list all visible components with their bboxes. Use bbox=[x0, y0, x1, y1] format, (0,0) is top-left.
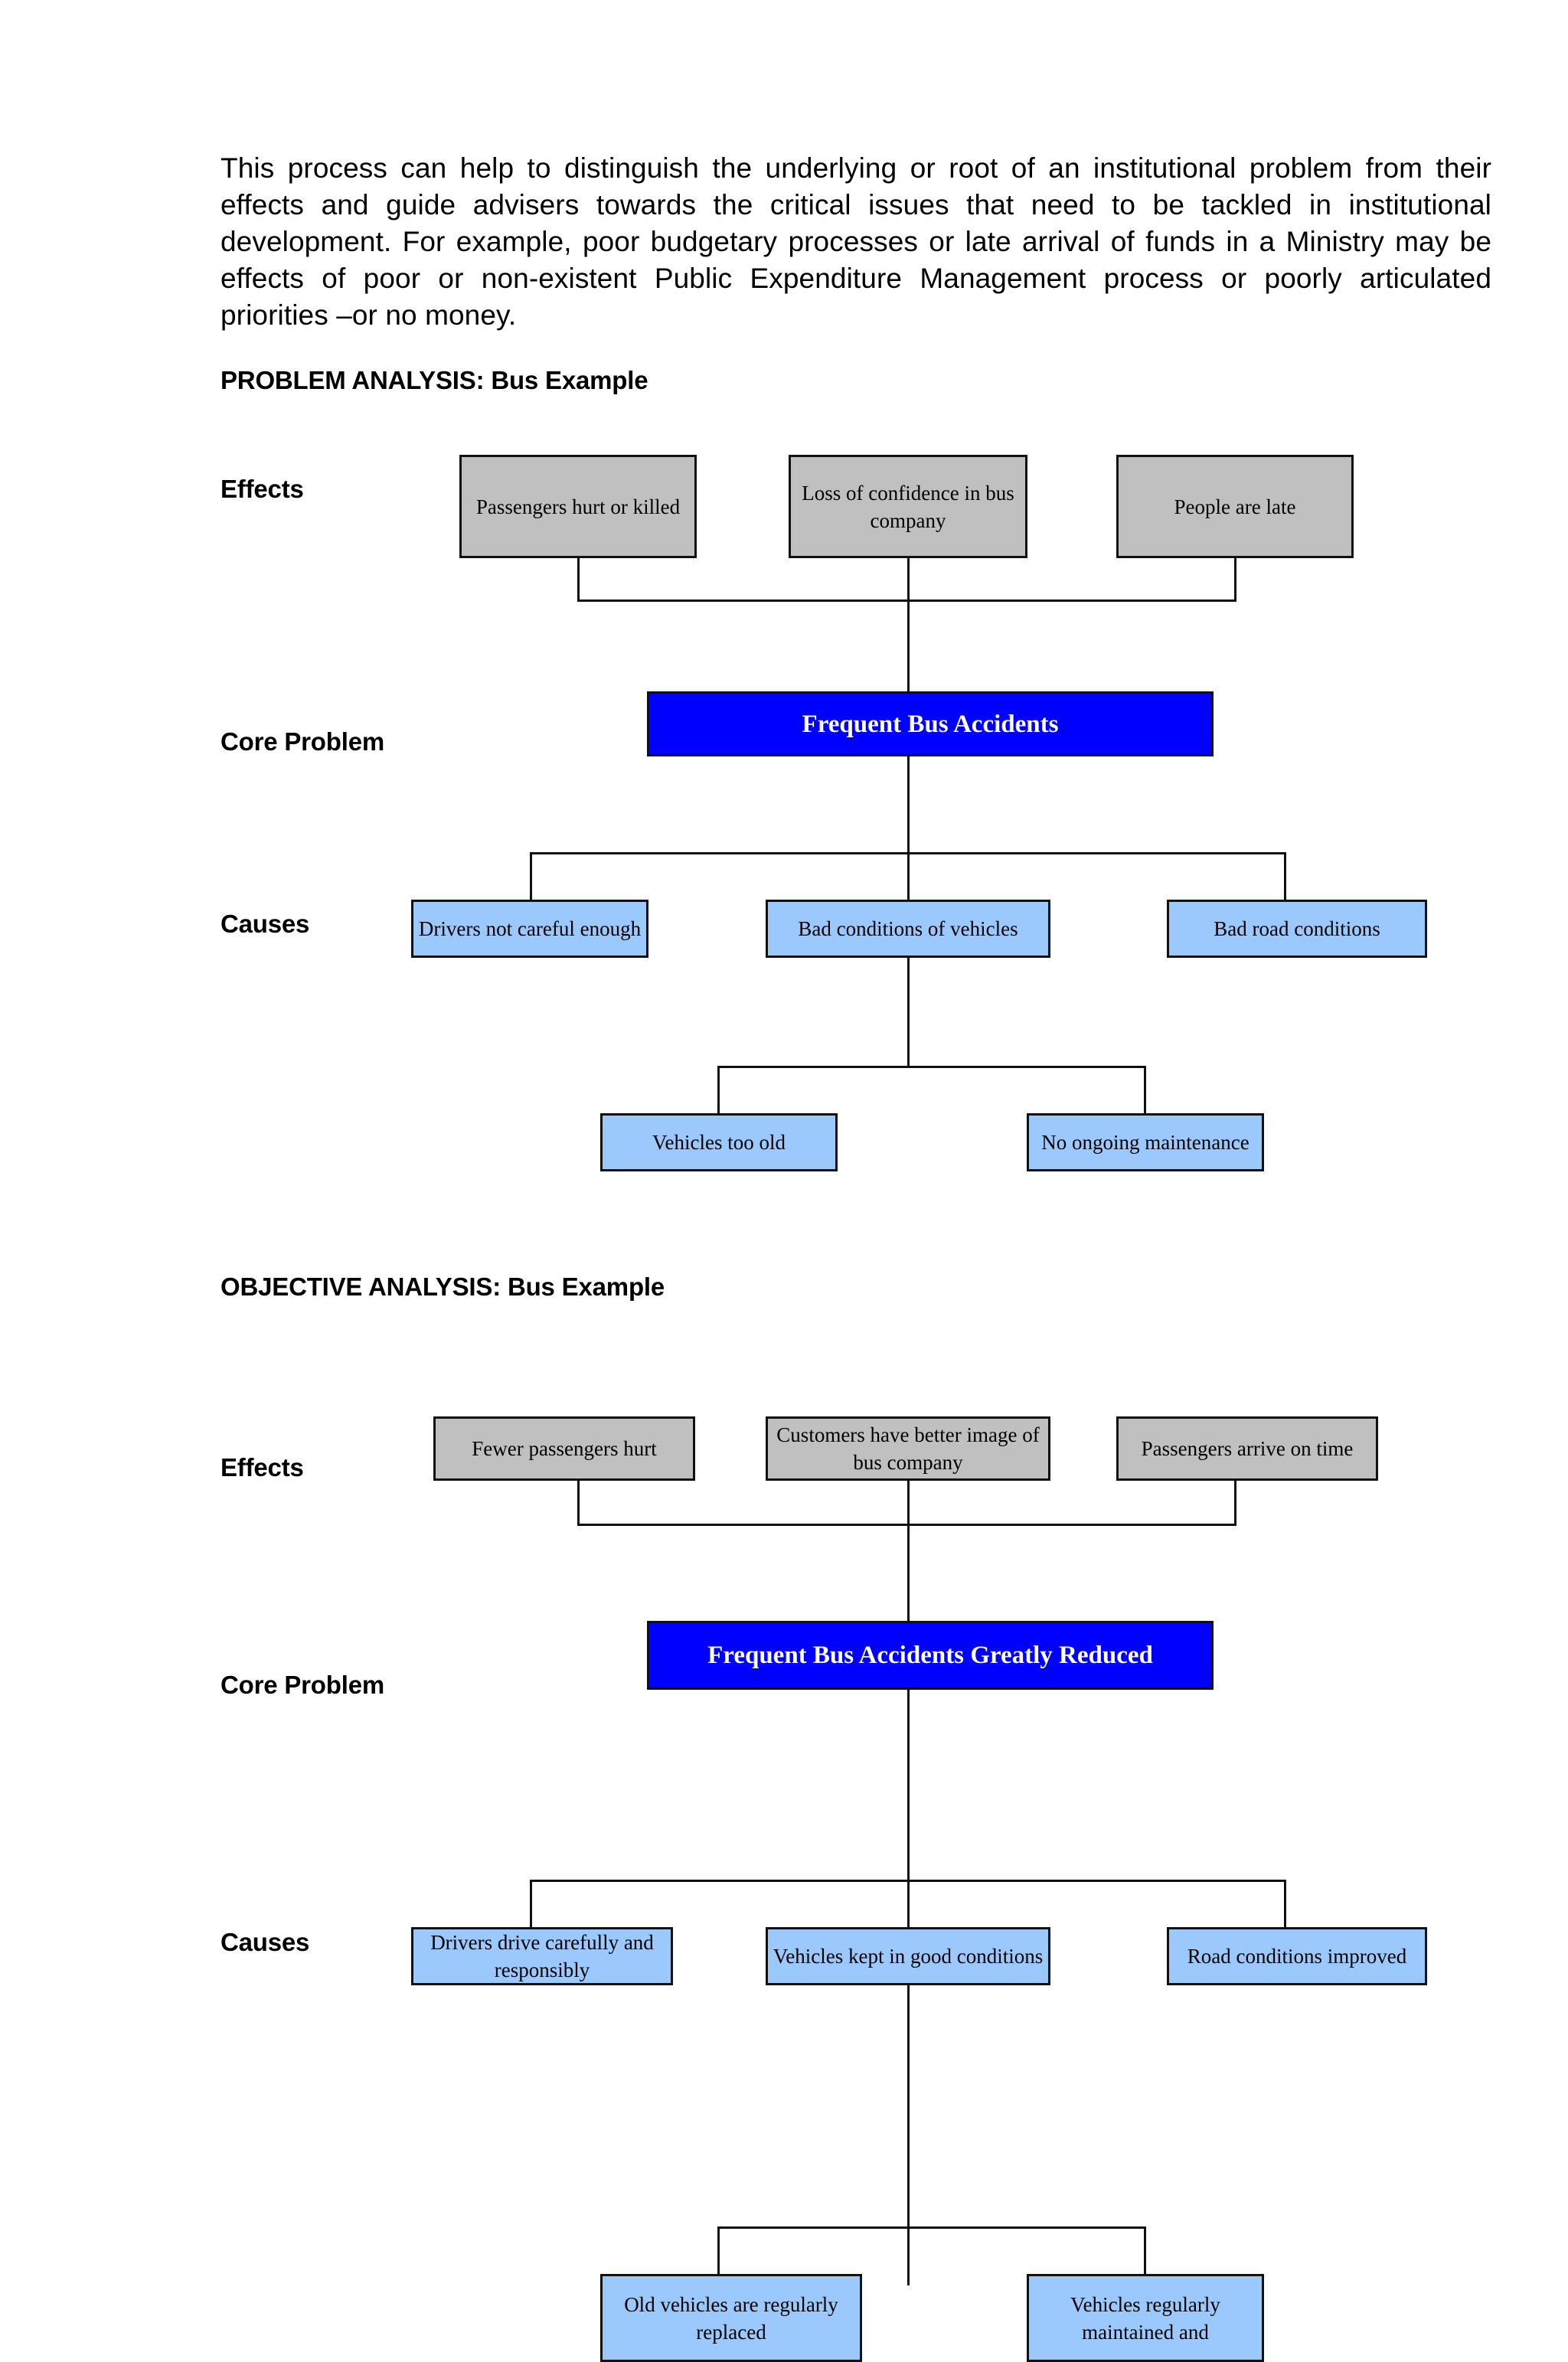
connector-effect-1-problem bbox=[577, 558, 580, 599]
connector-core-down-problem bbox=[907, 756, 910, 852]
connector-cause-3-objective bbox=[1284, 1880, 1286, 1927]
effect-node-3-objective[interactable]: Passengers arrive on time bbox=[1116, 1416, 1378, 1481]
connector-effect-3-objective bbox=[1234, 1481, 1236, 1524]
connector-subcause-stem-problem bbox=[907, 958, 910, 1066]
connector-subcause-1-objective bbox=[717, 2226, 720, 2274]
connector-subcause-bus-objective bbox=[717, 2226, 1146, 2229]
core-problem-node-objective[interactable]: Frequent Bus Accidents Greatly Reduced bbox=[647, 1621, 1214, 1690]
cause-node-2-objective[interactable]: Vehicles kept in good conditions bbox=[766, 1927, 1050, 1985]
connector-core-stem-objective bbox=[907, 1524, 910, 1621]
connector-subcause-2-problem bbox=[1144, 1066, 1146, 1113]
subcause-node-2-problem[interactable]: No ongoing maintenance bbox=[1027, 1113, 1264, 1171]
objective-analysis-heading: OBJECTIVE ANALYSIS: Bus Example bbox=[220, 1272, 665, 1301]
connector-subcause-stem-objective bbox=[907, 1985, 910, 2285]
effect-node-2-problem[interactable]: Loss of confidence in bus company bbox=[789, 455, 1027, 558]
cause-node-1-objective[interactable]: Drivers drive carefully and responsibly bbox=[411, 1927, 673, 1985]
effect-node-1-problem[interactable]: Passengers hurt or killed bbox=[459, 455, 697, 558]
row-label-effects-problem: Effects bbox=[220, 475, 304, 503]
row-label-effects-objective: Effects bbox=[220, 1453, 304, 1482]
subcause-node-1-objective[interactable]: Old vehicles are regularly replaced bbox=[600, 2274, 862, 2362]
cause-node-2-problem[interactable]: Bad conditions of vehicles bbox=[766, 900, 1050, 958]
cause-node-3-problem[interactable]: Bad road conditions bbox=[1167, 900, 1427, 958]
connector-subcause-bus-problem bbox=[717, 1066, 1146, 1068]
connector-effect-bus-problem bbox=[577, 599, 1236, 602]
connector-core-down-objective bbox=[907, 1690, 910, 1881]
row-label-core-problem: Core Problem bbox=[220, 727, 384, 756]
connector-effect-2-problem bbox=[907, 558, 910, 599]
effect-node-2-objective[interactable]: Customers have better image of bus compa… bbox=[766, 1416, 1050, 1481]
connector-core-stem-problem bbox=[907, 599, 910, 693]
connector-cause-2-problem bbox=[907, 852, 910, 900]
effect-node-1-objective[interactable]: Fewer passengers hurt bbox=[433, 1416, 695, 1481]
connector-cause-3-problem bbox=[1284, 852, 1286, 900]
row-label-causes-problem: Causes bbox=[220, 910, 310, 938]
cause-node-3-objective[interactable]: Road conditions improved bbox=[1167, 1927, 1427, 1985]
core-problem-node-problem[interactable]: Frequent Bus Accidents bbox=[647, 691, 1214, 756]
connector-effect-bus-objective bbox=[577, 1524, 1236, 1526]
cause-node-1-problem[interactable]: Drivers not careful enough bbox=[411, 900, 648, 958]
connector-effect-2-objective bbox=[907, 1481, 910, 1524]
connector-effect-3-problem bbox=[1234, 558, 1236, 599]
connector-cause-2-objective bbox=[907, 1880, 910, 1927]
connector-effect-1-objective bbox=[577, 1481, 580, 1524]
problem-analysis-heading: PROBLEM ANALYSIS: Bus Example bbox=[220, 366, 648, 394]
effect-node-3-problem[interactable]: People are late bbox=[1116, 455, 1354, 558]
connector-subcause-2-objective bbox=[1144, 2226, 1146, 2274]
row-label-causes-objective: Causes bbox=[220, 1928, 310, 1956]
connector-subcause-1-problem bbox=[717, 1066, 720, 1113]
connector-cause-1-problem bbox=[530, 852, 532, 900]
intro-paragraph: This process can help to distinguish the… bbox=[220, 152, 1491, 331]
connector-cause-1-objective bbox=[530, 1880, 532, 1927]
subcause-node-2-objective[interactable]: Vehicles regularly maintained and bbox=[1027, 2274, 1264, 2362]
row-label-core-objective: Core Problem bbox=[220, 1671, 384, 1699]
subcause-node-1-problem[interactable]: Vehicles too old bbox=[600, 1113, 838, 1171]
